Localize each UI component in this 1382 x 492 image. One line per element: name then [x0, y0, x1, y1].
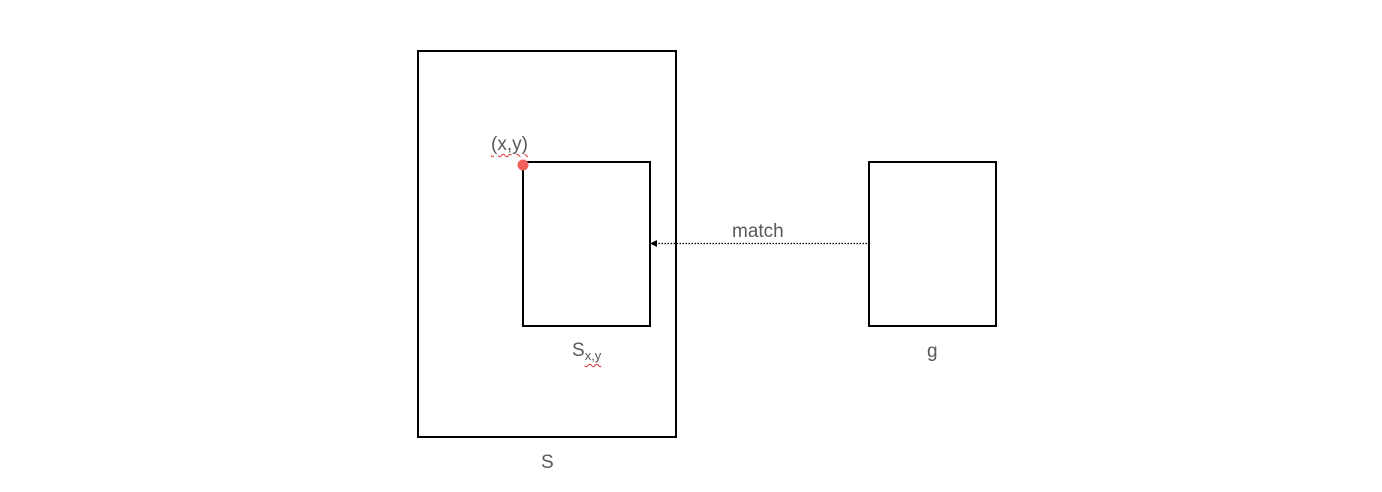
outer-label-text: S [541, 452, 554, 473]
inner-label-subscript: x,y [584, 348, 602, 363]
point-label: (x,y) [491, 135, 528, 154]
template-label: g [927, 342, 938, 361]
point-label-text: (x,y) [491, 134, 528, 155]
origin-point-marker [517, 159, 529, 171]
arrow-label: match [732, 222, 784, 241]
match-arrowhead [650, 240, 657, 247]
inner-subwindow-sxy [522, 161, 651, 327]
outer-image-s [417, 50, 677, 438]
template-label-text: g [927, 341, 938, 362]
inner-subwindow-label: Sx,y [572, 340, 602, 363]
arrow-label-text: match [732, 221, 784, 242]
inner-label-base: S [572, 340, 585, 361]
outer-image-label: S [541, 453, 554, 472]
template-g [868, 161, 997, 327]
